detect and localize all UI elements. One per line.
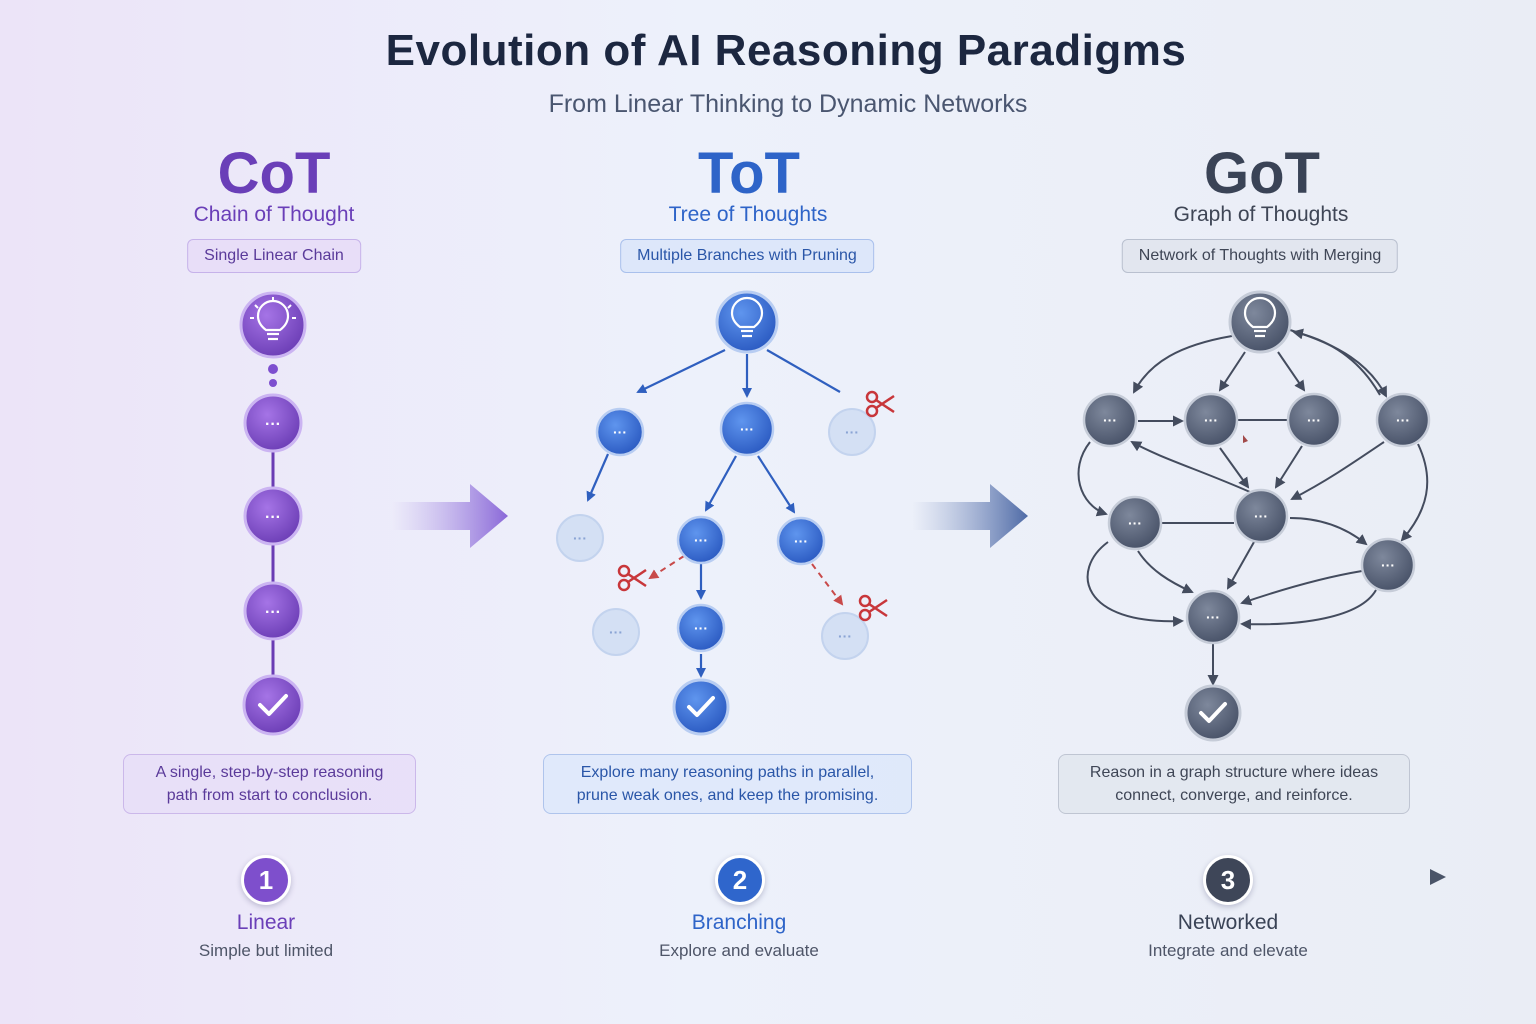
page-subtitle: From Linear Thinking to Dynamic Networks xyxy=(548,90,1028,118)
svg-text:···: ··· xyxy=(265,509,281,526)
svg-text:···: ··· xyxy=(1204,412,1218,428)
tot-pill: Multiple Branches with Pruning xyxy=(620,239,874,273)
got-description-line: Reason in a graph structure where ideas xyxy=(1089,764,1379,781)
tot-description-line: Explore many reasoning paths in parallel… xyxy=(580,764,875,781)
arrow-right-icon xyxy=(392,484,508,548)
tot-pruned-node: ··· xyxy=(821,612,869,660)
svg-text:···: ··· xyxy=(845,424,859,440)
got-node: ··· xyxy=(1183,392,1239,448)
svg-text:···: ··· xyxy=(794,533,808,549)
svg-text:···: ··· xyxy=(613,424,627,440)
stage-3-label: Networked xyxy=(1177,911,1279,934)
stage-2-label: Branching xyxy=(691,911,787,934)
got-node: ··· xyxy=(1375,392,1431,448)
tot-abbreviation: ToT xyxy=(698,141,800,206)
cot-description-line: path from start to conclusion. xyxy=(166,787,373,804)
svg-text:···: ··· xyxy=(265,416,281,433)
cot-pill: Single Linear Chain xyxy=(187,239,361,273)
stage-2-sublabel: Explore and evaluate xyxy=(659,941,819,960)
svg-text:···: ··· xyxy=(265,604,281,621)
got-name: Graph of Thoughts xyxy=(1173,203,1349,226)
cot-step-node: ··· xyxy=(243,393,303,453)
stage-1-label: Linear xyxy=(236,911,296,934)
checkmark-icon xyxy=(672,678,730,736)
got-node: ··· xyxy=(1107,495,1163,551)
svg-text:···: ··· xyxy=(1307,412,1321,428)
tot-pruned-node: ··· xyxy=(556,514,604,562)
svg-text:···: ··· xyxy=(838,628,852,644)
cot-step-node: ··· xyxy=(243,486,303,546)
got-description: Reason in a graph structure where ideas c… xyxy=(1058,754,1410,814)
cot-abbreviation: CoT xyxy=(217,141,331,206)
svg-text:···: ··· xyxy=(1381,557,1395,573)
tot-node: ··· xyxy=(595,407,645,457)
svg-text:···: ··· xyxy=(1206,609,1220,625)
tot-node: ··· xyxy=(776,516,826,566)
got-edges xyxy=(1077,328,1429,686)
svg-text:···: ··· xyxy=(740,421,754,437)
tot-description: Explore many reasoning paths in parallel… xyxy=(543,754,912,814)
svg-text:···: ··· xyxy=(1103,412,1117,428)
stage-1-badge: 1 xyxy=(241,855,291,905)
got-pill: Network of Thoughts with Merging xyxy=(1121,239,1399,273)
got-abbreviation: GoT xyxy=(1204,141,1320,206)
checkmark-icon xyxy=(242,674,304,736)
stage-1-sublabel: Simple but limited xyxy=(198,941,334,960)
tot-description-line: prune weak ones, and keep the promising. xyxy=(576,787,879,804)
svg-text:···: ··· xyxy=(1396,412,1410,428)
tot-node: ··· xyxy=(676,603,726,653)
tot-node: ··· xyxy=(719,401,775,457)
lightbulb-icon xyxy=(715,290,779,354)
svg-text:···: ··· xyxy=(694,532,708,548)
cot-step-node: ··· xyxy=(243,581,303,641)
lightbulb-icon xyxy=(1228,290,1292,354)
stage-3-badge: 3 xyxy=(1203,855,1253,905)
lightbulb-icon xyxy=(239,291,307,359)
got-node: ··· xyxy=(1233,488,1289,544)
tot-name: Tree of Thoughts xyxy=(668,203,828,226)
cot-description: A single, step-by-step reasoning path fro… xyxy=(123,754,416,814)
svg-text:···: ··· xyxy=(694,620,708,636)
cot-name: Chain of Thought xyxy=(193,203,355,226)
got-node: ··· xyxy=(1185,589,1241,645)
arrow-right-icon xyxy=(912,484,1028,548)
scissors-icon xyxy=(617,564,647,592)
svg-text:···: ··· xyxy=(609,624,623,640)
scissors-icon xyxy=(865,390,895,418)
got-node: ··· xyxy=(1286,392,1342,448)
got-description-line: connect, converge, and reinforce. xyxy=(1115,787,1353,804)
tot-pruned-node: ··· xyxy=(592,608,640,656)
got-node: ··· xyxy=(1360,537,1416,593)
svg-text:···: ··· xyxy=(1254,508,1268,524)
tot-node: ··· xyxy=(676,515,726,565)
got-node: ··· xyxy=(1082,392,1138,448)
page-title: Evolution of AI Reasoning Paradigms xyxy=(385,26,1187,75)
tot-edges xyxy=(586,349,844,678)
cot-description-line: A single, step-by-step reasoning xyxy=(155,764,384,781)
tot-pruned-node: ··· xyxy=(828,408,876,456)
svg-text:···: ··· xyxy=(1128,515,1142,531)
checkmark-icon xyxy=(1184,684,1242,742)
stage-3-sublabel: Integrate and elevate xyxy=(1148,941,1308,960)
svg-text:···: ··· xyxy=(573,530,587,546)
scissors-icon xyxy=(858,594,888,622)
stage-2-badge: 2 xyxy=(715,855,765,905)
